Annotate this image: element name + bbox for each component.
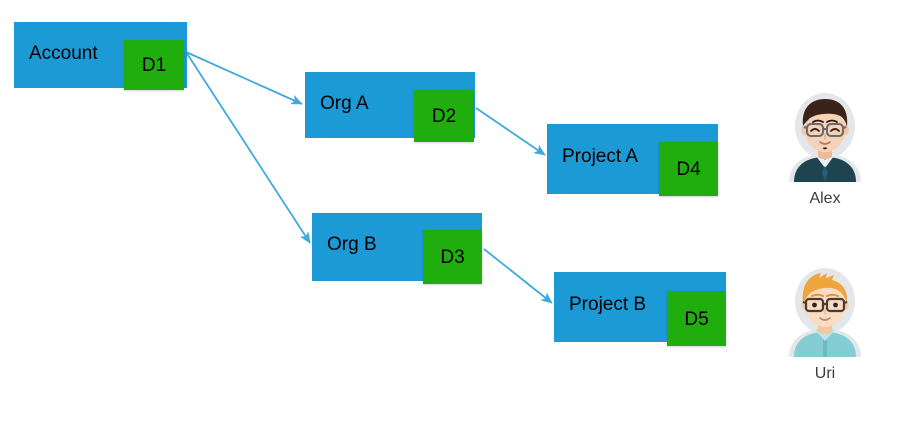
node-org-b-label: Org B xyxy=(327,234,377,255)
edge-org-a-to-project-a xyxy=(475,107,546,156)
edge-account-to-org-b xyxy=(185,51,311,244)
edge-org-b-to-project-b xyxy=(483,248,553,304)
person-uri-name: Uri xyxy=(814,365,836,382)
node-org-a-badge-label: D2 xyxy=(431,106,457,127)
person-uri[interactable]: Uri xyxy=(770,261,880,383)
node-org-a-label: Org A xyxy=(320,93,369,114)
node-project-a-badge-label: D4 xyxy=(676,159,701,180)
node-project-a[interactable]: Project A D4 xyxy=(547,124,718,196)
node-org-b[interactable]: Org B D3 xyxy=(312,213,482,284)
node-org-b-badge-label: D3 xyxy=(440,247,465,268)
glasses-icon xyxy=(803,122,847,138)
person-alex-name: Alex xyxy=(809,190,841,207)
node-project-b[interactable]: Project B D5 xyxy=(554,272,726,346)
node-org-a-badge[interactable]: D2 xyxy=(414,90,474,142)
node-project-b-label: Project B xyxy=(569,294,647,315)
node-project-a-label: Project A xyxy=(562,146,639,167)
glasses-icon xyxy=(802,297,848,313)
person-alex[interactable]: Alex xyxy=(770,86,880,208)
person-avatar-icon xyxy=(777,261,873,357)
node-org-a[interactable]: Org A D2 xyxy=(305,72,475,142)
node-org-b-badge[interactable]: D3 xyxy=(423,230,482,284)
node-project-a-badge[interactable]: D4 xyxy=(659,142,718,196)
node-project-b-badge-label: D5 xyxy=(684,309,709,330)
node-account[interactable]: Account D1 xyxy=(14,22,187,90)
node-account-badge[interactable]: D1 xyxy=(124,40,184,90)
person-avatar-icon xyxy=(777,86,873,182)
node-project-b-badge[interactable]: D5 xyxy=(667,291,726,346)
edge-account-to-org-a xyxy=(185,51,303,105)
node-account-label: Account xyxy=(29,43,98,64)
node-account-badge-label: D1 xyxy=(141,55,167,76)
